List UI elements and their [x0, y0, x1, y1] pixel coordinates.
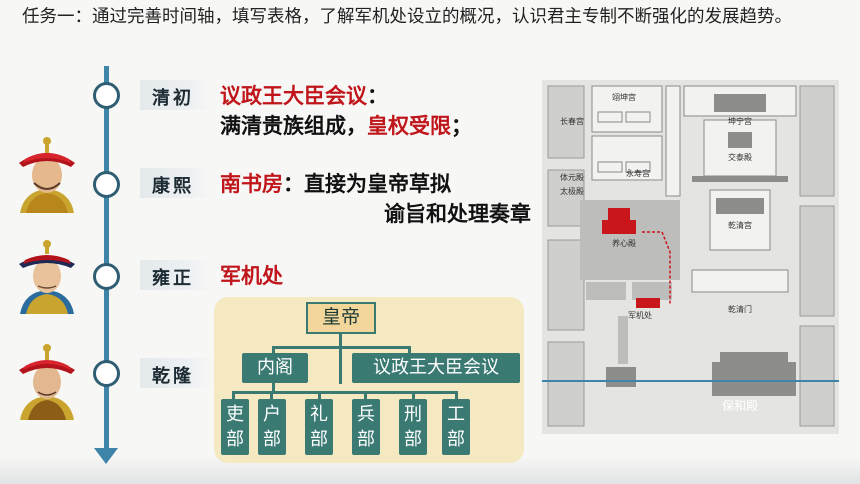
ministry-box-hu: 户部	[258, 399, 286, 455]
forbidden-city-map: 长春宫 翊坤宫 体元殿 太极殿 永寿宫 坤宁宫 交泰殿 乾清宫 乾清门 养心殿 …	[542, 80, 839, 434]
qingchu-line-2: 满清贵族组成，皇权受限；	[220, 110, 472, 140]
timeline-axis	[104, 66, 109, 452]
qingchu-semicolon: ；	[451, 114, 472, 138]
ministry-char: 吏	[226, 404, 244, 425]
era-label-kangxi: 康熙	[140, 168, 212, 198]
map-label: 翊坤宫	[612, 92, 636, 102]
yizheng-council-term: 议政王大臣会议	[220, 84, 367, 108]
ministry-box-gong: 工部	[442, 399, 470, 455]
map-label: 军机处	[628, 310, 652, 320]
yizheng-council-box: 议政王大臣会议	[352, 353, 520, 383]
nanshufang-term: 南书房	[220, 172, 283, 196]
timeline-arrow-icon	[94, 448, 118, 464]
timeline-node-1	[93, 82, 120, 109]
map-label: 乾清门	[728, 304, 752, 314]
connector	[272, 383, 275, 393]
ministry-char: 部	[263, 429, 281, 450]
neige-box: 内阁	[242, 353, 308, 383]
ministry-char: 部	[310, 429, 328, 450]
map-label: 体元殿	[560, 172, 584, 182]
map-label: 坤宁宫	[728, 116, 752, 126]
connector	[339, 334, 342, 384]
connector	[232, 391, 458, 394]
connector	[455, 391, 458, 399]
connector	[364, 391, 367, 399]
era-label-yongzheng: 雍正	[140, 260, 212, 290]
imperial-power-limited: 皇权受限	[367, 114, 451, 138]
qingchu-colon: ：	[367, 84, 388, 108]
qingchu-desc: 满清贵族组成，	[220, 114, 367, 138]
connector	[272, 346, 275, 354]
junjichu-term: 军机处	[220, 264, 283, 288]
connector	[318, 391, 321, 399]
ministry-char: 部	[404, 429, 422, 450]
ministry-char: 部	[357, 429, 375, 450]
emperor-portrait-3	[19, 344, 75, 420]
kangxi-desc-2: 谕旨和处理奏章	[384, 202, 531, 226]
map-label: 养心殿	[612, 238, 636, 248]
timeline-node-3	[93, 263, 120, 290]
map-label: 保和殿	[722, 399, 758, 413]
ministry-char: 部	[447, 429, 465, 450]
emperor-portrait-1	[19, 137, 75, 213]
ministry-box-xing: 刑部	[399, 399, 427, 455]
ministry-char: 兵	[357, 404, 375, 425]
kangxi-desc-1: ：直接为皇帝草拟	[283, 172, 451, 196]
ministry-char: 户	[263, 404, 281, 425]
emperor-portrait-2	[19, 240, 75, 314]
task-heading: 任务一：通过完善时间轴，填写表格，了解军机处设立的概况，认识君主专制不断强化的发…	[22, 7, 792, 27]
ministry-box-li: 吏部	[221, 399, 249, 455]
ministry-box-lii: 礼部	[305, 399, 333, 455]
connector	[408, 346, 411, 354]
timeline-node-2	[93, 171, 120, 198]
ministry-box-bing: 兵部	[352, 399, 380, 455]
ministry-char: 部	[226, 429, 244, 450]
era-label-qingchu: 清初	[140, 80, 212, 110]
timeline-node-4	[93, 360, 120, 387]
map-label: 长春宫	[560, 116, 584, 126]
qingchu-line-1: 议政王大臣会议：	[220, 80, 388, 110]
ministry-char: 工	[447, 404, 465, 425]
ministry-char: 礼	[310, 404, 328, 425]
connector	[412, 391, 415, 399]
kangxi-line-2: 谕旨和处理奏章	[384, 198, 542, 228]
connector	[232, 391, 235, 399]
kangxi-line-1: 南书房：直接为皇帝草拟	[220, 168, 451, 198]
map-label: 永寿宫	[626, 168, 650, 178]
map-label: 乾清宫	[728, 220, 752, 230]
map-label: 交泰殿	[728, 152, 752, 162]
yongzheng-line-1: 军机处	[220, 260, 283, 290]
connector	[270, 391, 273, 399]
emperor-box: 皇帝	[306, 302, 376, 334]
ministry-char: 刑	[404, 404, 422, 425]
era-label-qianlong: 乾隆	[140, 358, 212, 388]
map-label: 太极殿	[560, 186, 584, 196]
